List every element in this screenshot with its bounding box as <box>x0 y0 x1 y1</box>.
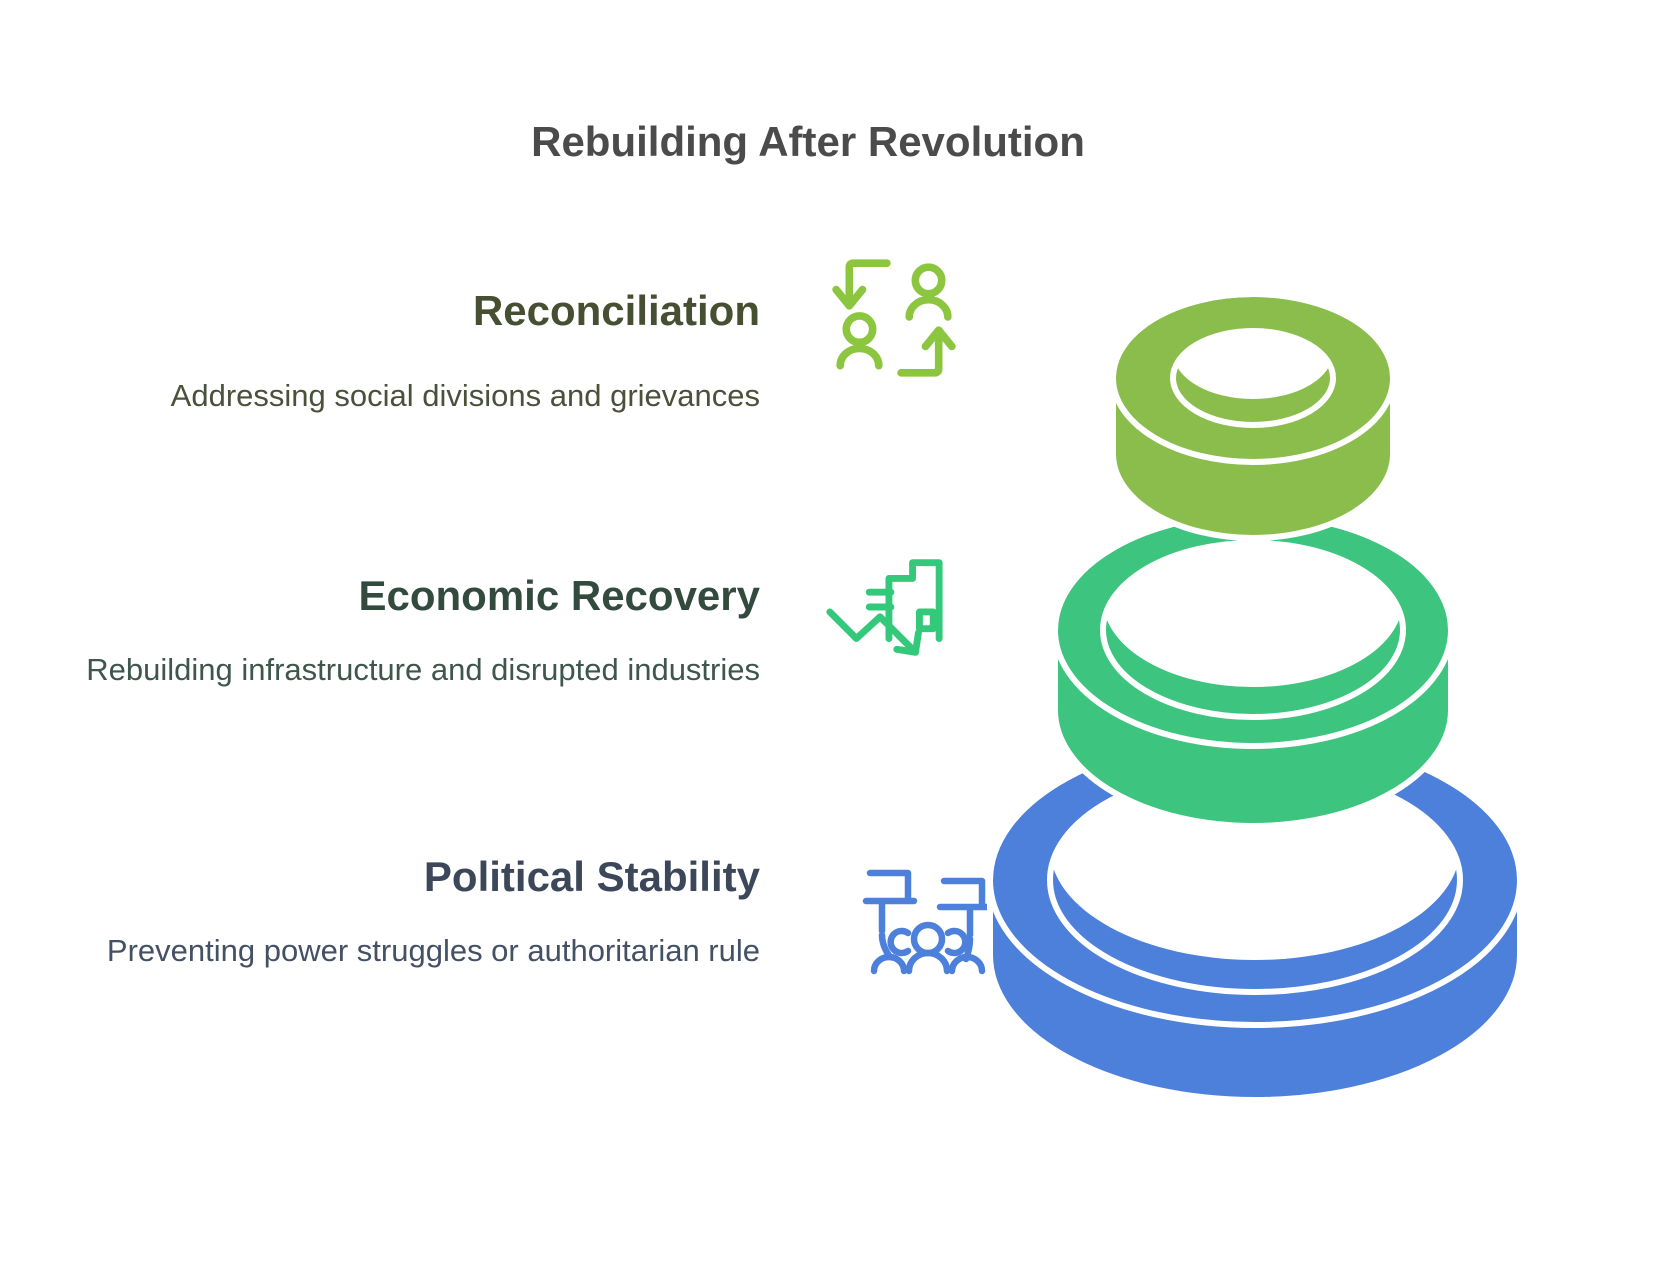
person-body <box>905 949 951 975</box>
building-outline <box>885 559 943 642</box>
swap-arrow-down <box>832 259 891 310</box>
people-swap-icon <box>832 259 956 377</box>
decline-zigzag-arrow <box>826 608 922 656</box>
section-heading-political-stability: Political Stability <box>423 853 760 900</box>
person-shoulders <box>905 295 952 321</box>
protest-sign <box>862 869 918 935</box>
section-description-economic-recovery: Rebuilding infrastructure and disrupted … <box>86 652 760 687</box>
section-heading-reconciliation: Reconciliation <box>472 287 760 334</box>
building-window <box>916 608 937 633</box>
section-description-political-stability: Preventing power struggles or authoritar… <box>106 933 760 968</box>
person-head <box>911 263 946 298</box>
factory-decline-icon <box>826 559 943 656</box>
person-head <box>842 312 877 347</box>
page-title: Rebuilding After Revolution <box>531 118 1085 165</box>
pyramid-ring-middle <box>1052 511 1454 829</box>
person-head-side <box>944 927 969 957</box>
section-description-reconciliation: Addressing social divisions and grievanc… <box>170 378 760 413</box>
person-body <box>948 953 986 975</box>
section-heading-economic-recovery: Economic Recovery <box>358 572 760 619</box>
protest-sign <box>936 877 992 939</box>
person-body <box>870 953 908 975</box>
swap-arrow-up <box>897 326 956 377</box>
pyramid-ring-top <box>1110 291 1396 541</box>
protest-crowd-icon <box>862 869 992 975</box>
person-shoulders <box>836 344 883 370</box>
person-head-side <box>887 927 912 957</box>
